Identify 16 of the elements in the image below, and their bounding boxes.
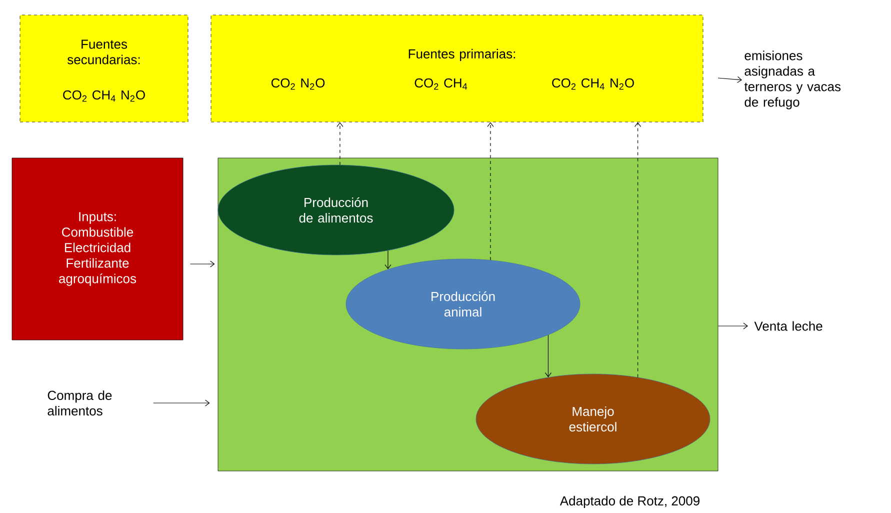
arrow [384, 250, 392, 270]
text-label: emisiones asignadas a terneros y vacas de refugo [744, 50, 841, 110]
dashed-arrow [634, 122, 642, 378]
arrow [153, 400, 210, 406]
dashed-arrow [336, 122, 344, 166]
text-label: Compra de alimentos [48, 390, 112, 416]
arrow [190, 260, 215, 268]
source-box: Fuentes secundarias: CO$_{2}$ CH$_{4}$ N$_{2}$O [20, 14, 188, 122]
inputs-box: Inputs: Combustible Electricidad Fertilizante agroquímicos [12, 158, 184, 340]
arrow [544, 334, 552, 378]
caption: Adaptado de Rotz, 2009 [560, 496, 700, 508]
arrow [718, 322, 748, 330]
source-box: Fuentes primarias: CO$_{2}$ N$_{2}$O CO$_{2}$ CH$_{4}$ CO$_{2}$ CH$_{4}$ N$_{2}$O [210, 14, 704, 122]
text-label: Venta leche [754, 321, 822, 331]
dashed-arrow [487, 122, 494, 260]
arrow [718, 76, 742, 83]
